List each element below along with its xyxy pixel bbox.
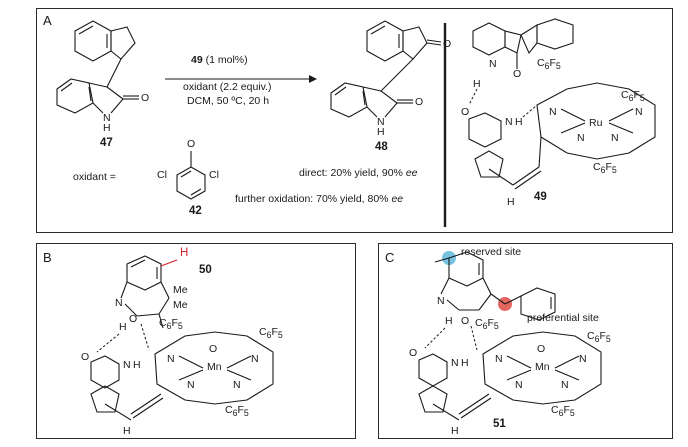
me-label-2: Me — [173, 299, 188, 311]
reserved-site-label: reserved site — [461, 246, 522, 258]
svg-text:O: O — [443, 38, 451, 50]
panel-c-mn-atom: Mn — [535, 361, 550, 373]
panel-c: C N O H O N H H Mn O N — [378, 243, 673, 439]
svg-text:N: N — [103, 112, 111, 124]
panel-b-c6f5-3: C6F5 — [225, 404, 249, 419]
reactant-id: 47 — [100, 137, 113, 149]
svg-text:O: O — [81, 351, 89, 363]
panel-c-label: C — [385, 250, 395, 265]
svg-text:H: H — [377, 126, 385, 138]
svg-text:H: H — [123, 425, 131, 437]
svg-text:Cl: Cl — [157, 169, 167, 181]
me-label-1: Me — [173, 284, 188, 296]
svg-text:N: N — [495, 353, 503, 365]
c6f5-label-2: C6F5 — [621, 89, 645, 104]
conditions-solvent: DCM, 50 ºC, 20 h — [187, 95, 270, 107]
svg-text:N: N — [505, 116, 513, 128]
svg-text:H: H — [103, 122, 111, 134]
svg-text:N: N — [233, 379, 241, 391]
svg-text:N: N — [437, 295, 445, 307]
svg-text:N: N — [561, 379, 569, 391]
reaction-arrow-head — [309, 75, 317, 83]
compound-51-id: 51 — [493, 418, 506, 430]
svg-text:O: O — [513, 68, 521, 80]
product-id: 48 — [375, 141, 388, 153]
svg-text:O: O — [537, 343, 545, 355]
reactant-carbonyl-o: O — [141, 92, 149, 104]
panel-b-highlight-h: H — [180, 247, 189, 259]
svg-text:H: H — [473, 78, 481, 90]
svg-text:N: N — [123, 359, 131, 371]
svg-text:N: N — [377, 116, 385, 128]
panel-a-label: A — [43, 13, 52, 28]
catalyst-id: 49 — [534, 191, 547, 203]
panel-b-label: B — [43, 250, 52, 265]
svg-text:O: O — [415, 96, 423, 108]
svg-text:H: H — [133, 359, 141, 371]
svg-text:H: H — [445, 315, 453, 327]
direct-result: direct: 20% yield, 90% ee — [299, 167, 418, 179]
reactant-47-structure: O N H — [56, 20, 149, 134]
svg-text:N: N — [611, 132, 619, 144]
svg-text:N: N — [579, 353, 587, 365]
svg-text:N: N — [489, 58, 497, 70]
svg-text:N: N — [577, 132, 585, 144]
panel-b-mn-atom: Mn — [207, 361, 222, 373]
svg-text:O: O — [129, 313, 137, 325]
conditions-oxidant: oxidant (2.2 equiv.) — [183, 81, 272, 93]
catalyst-ru-atom: Ru — [589, 117, 603, 129]
oxidant-label: oxidant = — [73, 171, 116, 183]
svg-text:N: N — [451, 357, 459, 369]
panel-b: B N O H O N H H Mn O N N N N H — [36, 243, 356, 439]
panel-c-c6f5-2: C6F5 — [587, 330, 611, 345]
svg-text:O: O — [461, 315, 469, 327]
panel-b-c6f5-1: C6F5 — [159, 317, 183, 332]
svg-text:N: N — [115, 297, 123, 309]
panel-a: A O N H — [36, 8, 673, 233]
conditions-catalyst: 49 (1 mol%) — [191, 54, 248, 66]
svg-text:N: N — [187, 379, 195, 391]
svg-text:O: O — [461, 106, 469, 118]
c6f5-label-1: C6F5 — [537, 57, 561, 72]
svg-text:O: O — [187, 138, 195, 150]
svg-text:H: H — [507, 196, 515, 208]
further-oxidation-result: further oxidation: 70% yield, 80% ee — [235, 193, 404, 205]
svg-text:O: O — [409, 347, 417, 359]
svg-text:N: N — [167, 353, 175, 365]
preferential-site-label: preferential site — [527, 312, 599, 324]
catalyst-49-structure: O N H O N H H Ru N N N N — [461, 18, 656, 208]
svg-text:H: H — [461, 357, 469, 369]
svg-text:Cl: Cl — [209, 169, 219, 181]
svg-text:N: N — [635, 106, 643, 118]
panel-c-c6f5-3: C6F5 — [551, 404, 575, 419]
svg-text:H: H — [515, 116, 523, 128]
product-48-structure: O O N H — [330, 20, 451, 138]
panel-a-structures: O N H O O N H — [56, 18, 656, 227]
oxidant-42-structure: O Cl Cl — [157, 138, 219, 200]
panel-b-structure: N O H O N H H Mn O N N N N — [81, 255, 274, 437]
panel-c-c6f5-1: C6F5 — [475, 317, 499, 332]
svg-text:H: H — [451, 425, 459, 437]
c6f5-label-3: C6F5 — [593, 161, 617, 176]
svg-text:N: N — [549, 106, 557, 118]
svg-text:H: H — [119, 321, 127, 333]
svg-text:N: N — [515, 379, 523, 391]
panel-b-c6f5-2: C6F5 — [259, 326, 283, 341]
svg-text:N: N — [251, 353, 259, 365]
svg-text:O: O — [209, 343, 217, 355]
panel-c-structure: N O H O N H H Mn O N N N N — [409, 251, 602, 437]
oxidant-id: 42 — [189, 205, 202, 217]
compound-50-id: 50 — [199, 264, 212, 276]
